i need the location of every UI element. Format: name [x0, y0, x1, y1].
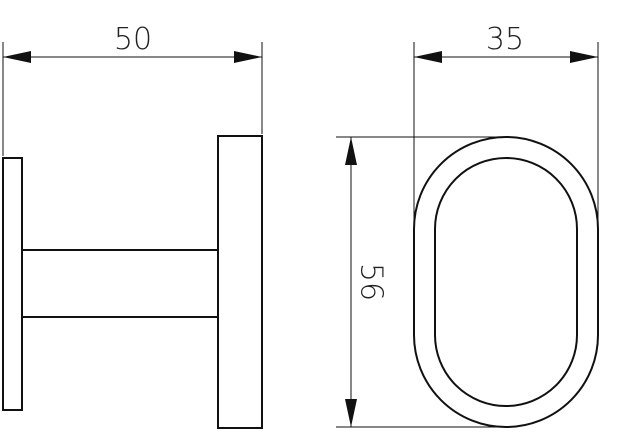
dimension-label-56: 56: [354, 263, 389, 301]
front-view: [413, 136, 599, 428]
front-outer-ring: [413, 136, 599, 428]
dimension-label-50: 50: [114, 22, 152, 57]
dimension-50: 50: [2, 22, 263, 156]
dimension-56: 56: [336, 136, 504, 428]
side-hook-head: [217, 135, 263, 429]
arrow-left-icon: [3, 51, 31, 63]
dimension-label-35: 35: [486, 22, 524, 57]
arrow-up-icon: [345, 137, 357, 165]
arrow-right-icon: [570, 51, 598, 63]
arrow-right-icon: [234, 51, 262, 63]
dimension-35: 35: [413, 22, 599, 225]
side-view: [2, 135, 263, 429]
side-wall-plate: [2, 157, 23, 411]
arrow-down-icon: [345, 399, 357, 427]
front-inner-ring: [434, 157, 578, 407]
arrow-left-icon: [414, 51, 442, 63]
